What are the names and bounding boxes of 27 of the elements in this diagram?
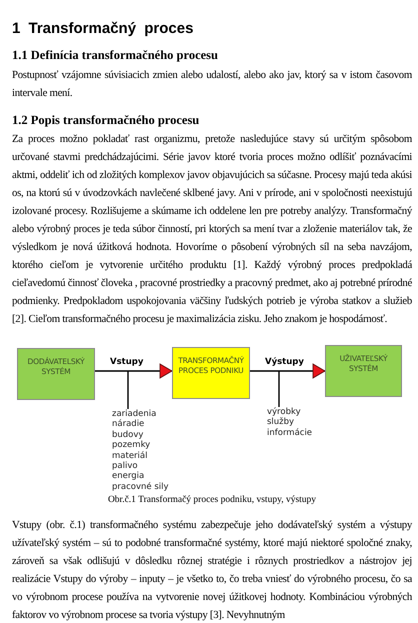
paragraph: Vstupy (obr. č.1) transformačného systému zabezpečuje jeho dodávateľský systém a výstupy užívateľský systém – sú to podobné transformačné systémy, ktoré majú niektoré spoločné znaky, zároveň sa však odlišujú v dôsledku rôznej stratégie i rôznych prostriedkov a nástrojov jej realizácie Vstupy do výroby – inputy – je všetko to, čo treba vniesť do výrobného procesu, čo sa vo výrobnom procese používa na vytvorenie novej úžitkovej hodnoty. Kombináciou výrobných faktorov vo výrobnom procese sa tvoria výstupy [3]. Nevyhnutným xyxy=(12,518,412,623)
list-item: pozemky xyxy=(112,440,150,451)
figure-caption: Obr.č.1 Transformačý proces podniku, vstupy, výstupy xyxy=(106,494,318,506)
arrow xyxy=(250,364,326,378)
list-item: informácie xyxy=(267,428,312,438)
process-box xyxy=(325,345,402,397)
edge-label: Vstupy xyxy=(109,357,144,367)
subsection-heading: 1.1 Definícia transformačného procesu xyxy=(12,47,219,63)
list-item: pracovné sily xyxy=(112,482,169,492)
section-heading: 1 Transformačný proces xyxy=(12,20,194,38)
list-item: zariadenia xyxy=(112,409,156,419)
arrow xyxy=(95,364,172,378)
list-item: náradie xyxy=(112,419,144,430)
branch-line xyxy=(127,371,129,409)
branch-line xyxy=(278,371,280,407)
process-box xyxy=(17,348,95,400)
list-item: energia xyxy=(112,471,144,482)
paragraph: Za proces možno pokladať rast organizmu, pretože nasledujúce stavy sú určitým spôsobom určované stavmi predchádzajúcimi. Série javov ktoré tvoria proces možno odlíšiť poznávacími aktmi, oddeliť ich od zložitých komplexov javov objavujúcich sa súčasne. Procesy majú teda akúsi os, na ktorú sú v úvodzovkách navlečené sklbené javy. Ani v prírode, ani v spoločnosti neexistujú izolované procesy. Rozlišujeme a skúmame ich oddelene len pre potreby analýzy. Transformačný alebo výrobný proces je teda súbor činností, pri ktorých sa mení tvar a zloženie materiálov tak, že výsledkom je nová úžitková hodnota. Hovoríme o pôsobení výrobných síl na seba navzájom, ktorého cieľom je vytvorenie určitého produktu [1]. Každý výrobný proces predpokladá cieľavedomú činnosť človeka , pracovné prostriedky a pracovný predmet, ako aj potrebné prírodné podmienky. Predpokladom uspokojovania väčšiny ľudských potrieb je výroba statkov a služieb [2]. Cieľom transformačného procesu je maximalizácia zisku. Jeho znakom je hospodárnosť. xyxy=(12,132,412,327)
list-item: výrobky xyxy=(267,407,301,417)
edge-label: Výstupy xyxy=(264,357,305,367)
list-item: materiál xyxy=(112,450,148,462)
list-item: služby xyxy=(267,417,294,428)
list-item: palivo xyxy=(112,461,138,472)
list-item: budovy xyxy=(112,430,144,440)
subsection-heading: 1.2 Popis transformačného procesu xyxy=(12,112,200,128)
process-box xyxy=(172,347,250,399)
paragraph: Postupnosť vzájomne súvisiacich zmien alebo udalostí, alebo ako jav, ktorý sa v istom časovom intervale mení. xyxy=(12,68,412,101)
